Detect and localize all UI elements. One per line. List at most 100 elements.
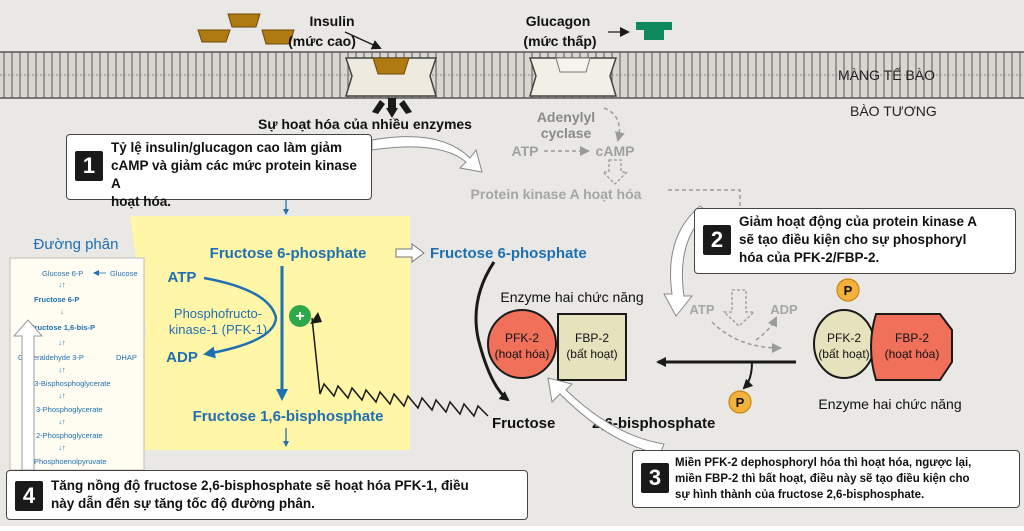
atp-label-camp: ATP [512, 143, 539, 159]
activator-plus-icon: + [289, 305, 311, 327]
camp-label: cAMP [596, 143, 635, 159]
fbp2-active-domain: FBP-2 (hoạt hóa) [870, 313, 953, 381]
pfk1-panel [130, 216, 410, 450]
insulin-molecules [197, 13, 295, 45]
pfk1-adp-label: ADP [166, 349, 198, 366]
phos-adp-label: ADP [770, 302, 798, 317]
insulin-arrow [344, 31, 382, 50]
f6p-transfer-arrow [395, 243, 425, 263]
camp-pathway: Adenylyl cyclase ATP cAMP Protein kinase… [471, 107, 741, 208]
insulin-label: Insulin [309, 13, 354, 29]
svg-text:↓↑: ↓↑ [58, 417, 66, 426]
f6p-label: Fructose 6-phosphate [210, 245, 367, 262]
svg-text:(bất hoạt): (bất hoạt) [566, 347, 617, 361]
svg-text:(hoạt hóa): (hoạt hóa) [495, 347, 550, 361]
cell-membrane [0, 51, 1024, 99]
callout-2-line-2: sẽ tạo điều kiện cho sự phosphoryl [739, 232, 967, 247]
enzyme-activation-signal [372, 98, 412, 118]
step-glyceraldehyde-3p: Glyceraldehyde 3-P [18, 353, 84, 362]
glucagon-molecule [636, 22, 672, 40]
callout-2-line-1: Giảm hoạt động của protein kinase A [739, 214, 978, 229]
phosphate-release-arrow [742, 361, 754, 390]
phosphate-released-icon: P [728, 390, 752, 414]
svg-text:FBP-2: FBP-2 [895, 331, 929, 345]
callout-4-number: 4 [15, 481, 43, 511]
step-fructose-6p: Fructose 6-P [34, 295, 79, 304]
fbp2-inactive-domain: FBP-2 (bất hoạt) [557, 313, 627, 381]
pfk1-enzyme-label-2: kinase-1 (PFK-1) [169, 322, 267, 337]
callout2-arrow [663, 205, 709, 317]
svg-text:+: + [295, 308, 304, 325]
f26bp-label-part2: 2,6-bisphosphate [592, 415, 715, 432]
callout-3-line-1: Miền PFK-2 dephosphoryl hóa thì hoạt hóa… [675, 457, 972, 469]
svg-text:↓↑: ↓↑ [58, 391, 66, 400]
callout-1-number: 1 [75, 151, 103, 181]
atp-adp-arrow [203, 276, 278, 359]
svg-text:↓↑: ↓↑ [58, 443, 66, 452]
callout1-arrow [371, 136, 483, 173]
callout-2-text: Giảm hoạt động của protein kinase A sẽ t… [739, 213, 1013, 267]
step-3pg: 3-Phosphoglycerate [36, 405, 103, 414]
svg-text:PFK-2: PFK-2 [827, 331, 861, 345]
step-2pg: 2-Phosphoglycerate [36, 431, 103, 440]
svg-text:↓: ↓ [60, 307, 64, 316]
glucagon-label: Glucagon [526, 13, 591, 29]
callout-2-number: 2 [703, 225, 731, 255]
svg-text:(hoạt hóa): (hoạt hóa) [885, 347, 940, 361]
f6p-to-f26bp-arrow [474, 261, 510, 402]
pfk1-atp-label: ATP [168, 269, 197, 286]
pfk2-inactive-domain: PFK-2 (bất hoạt) [813, 309, 875, 379]
step-13-bpg: 1,3-Bisphosphoglycerate [28, 379, 111, 388]
insulin-receptor [344, 57, 438, 97]
pfk1-enzyme-label-1: Phosphofructo- [174, 306, 262, 321]
glycolysis-steps: Glucose 6-P Glucose ↓↑ Fructose 6-P ↓ Fr… [18, 269, 138, 466]
cytoplasm-label: BÀO TƯƠNG [850, 103, 937, 119]
callout-1-line-1: Tỷ lệ insulin/glucagon cao làm giảm [111, 140, 343, 155]
callout-3-number: 3 [641, 463, 669, 493]
callout-1-line-2: cAMP và giảm các mức protein kinase A [111, 158, 357, 191]
phos-atp-label: ATP [689, 302, 714, 317]
svg-text:(bất hoạt): (bất hoạt) [818, 347, 869, 361]
step-glucose: Glucose [110, 269, 138, 278]
callout-4-text: Tăng nồng độ fructose 2,6-bisphosphate s… [51, 477, 525, 513]
svg-text:FBP-2: FBP-2 [575, 331, 609, 345]
svg-text:P: P [736, 395, 745, 410]
phosphorylation-path: ATP ADP [689, 289, 798, 353]
callout-3-text: Miền PFK-2 dephosphoryl hóa thì hoạt hóa… [675, 455, 1019, 503]
bifunctional-enzyme-label-right: Enzyme hai chức năng [818, 396, 961, 412]
enzyme-activation-label: Sự hoạt hóa của nhiều enzymes [258, 116, 472, 132]
callout-3: 3 Miền PFK-2 dephosphoryl hóa thì hoạt h… [632, 450, 1020, 508]
f16bp-label: Fructose 1,6-bisphosphate [193, 408, 384, 425]
insulin-sub-label: (mức cao) [288, 33, 356, 49]
glycolysis-title: Đường phân [34, 236, 119, 253]
callout-3-line-2: miền FBP-2 thì bất hoạt, điều này sẽ tạo… [675, 473, 970, 485]
svg-text:↓↑: ↓↑ [58, 338, 66, 347]
glucagon-sub-label: (mức thấp) [523, 33, 596, 49]
callout-1: 1 Tỷ lệ insulin/glucagon cao làm giảm cA… [66, 134, 372, 209]
f26bp-label-part1: Fructose [492, 415, 555, 432]
callout-1-line-3: hoạt hóa. [111, 194, 171, 209]
svg-text:↓↑: ↓↑ [58, 365, 66, 374]
pfk2-active-domain: PFK-2 (hoạt hóa) [487, 309, 557, 379]
callout3-arrow [547, 377, 665, 455]
callout-4-line-1: Tăng nồng độ fructose 2,6-bisphosphate s… [51, 478, 469, 493]
step-fructose-16bisp: Fructose 1,6-bis-P [30, 323, 95, 332]
callout-3-line-3: sự hình thành của fructose 2,6-bisphosph… [675, 489, 925, 501]
pka-active-label: Protein kinase A hoạt hóa [471, 186, 642, 202]
adenylyl-cyclase-label-1: Adenylyl [537, 109, 595, 125]
glucagon-receptor [528, 57, 618, 97]
step-glucose-6p: Glucose 6-P [42, 269, 83, 278]
phosphate-attached-icon: P [836, 278, 860, 302]
f6p-right-label: Fructose 6-phosphate [430, 245, 587, 262]
step-dhap: DHAP [116, 353, 137, 362]
callout4-arrow [12, 319, 44, 471]
activation-zigzag [311, 317, 489, 418]
callout-2: 2 Giảm hoạt động của protein kinase A sẽ… [694, 208, 1016, 274]
bifunctional-enzyme-label-left: Enzyme hai chức năng [500, 289, 643, 305]
svg-text:PFK-2: PFK-2 [505, 331, 539, 345]
membrane-label: MÀNG TẾ BÀO [838, 67, 935, 83]
callout-4: 4 Tăng nồng độ fructose 2,6-bisphosphate… [6, 470, 528, 520]
activation-zigzag-head [310, 312, 322, 324]
svg-text:P: P [844, 283, 853, 298]
